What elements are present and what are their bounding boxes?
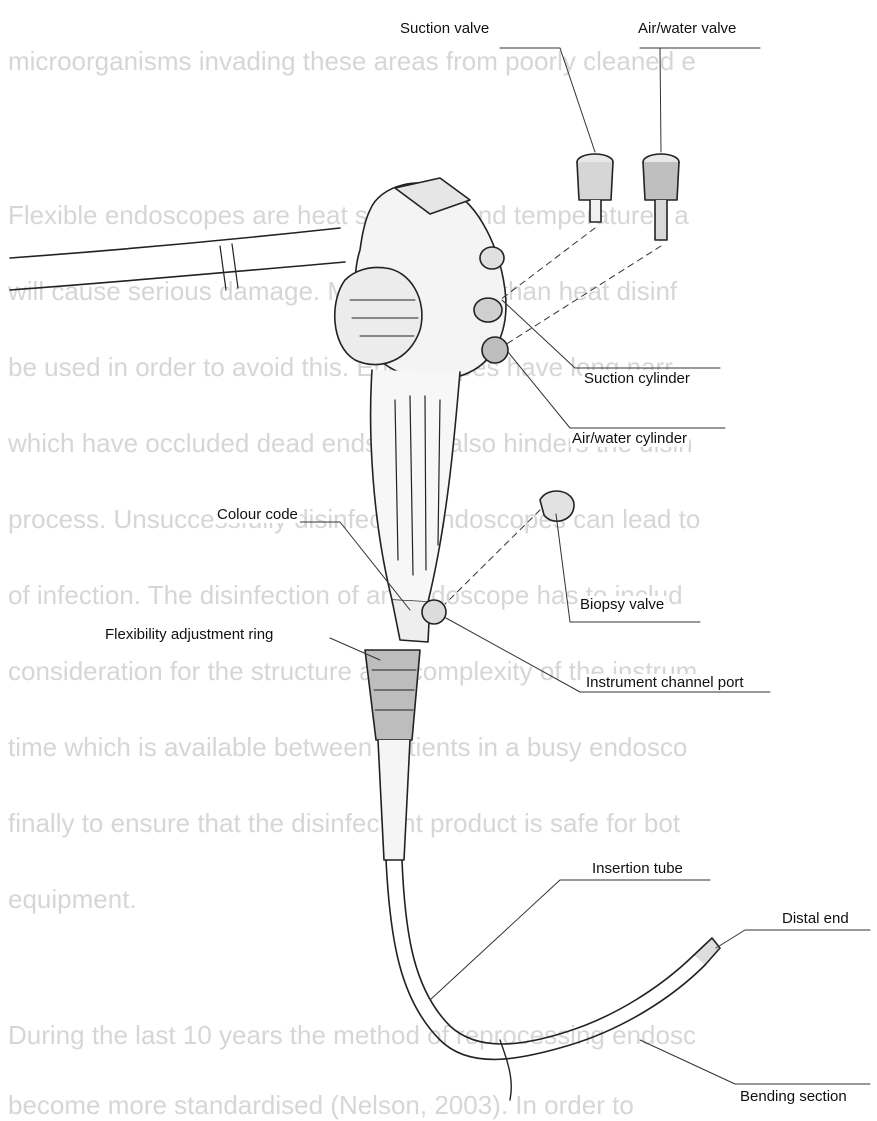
suction-valve-shape — [577, 154, 613, 222]
insertion-tube — [386, 860, 705, 1059]
bending-loop — [500, 1040, 511, 1100]
leader-biopsy-to-port — [445, 510, 540, 604]
insertion-tube-label: Insertion tube — [590, 860, 685, 877]
distal-tip-shape — [694, 938, 720, 965]
leader-valve-to-head-2 — [505, 246, 661, 345]
leader-valve-to-head-1 — [500, 228, 595, 300]
universal-cord-edge — [10, 262, 345, 290]
leader-suction-cylinder — [502, 300, 720, 368]
cord-connector — [220, 244, 238, 290]
biopsy-valve-shape — [540, 491, 574, 521]
leader-bending-section — [640, 1040, 870, 1084]
bending-section-label: Bending section — [738, 1088, 849, 1105]
colour-code-label: Colour code — [215, 506, 300, 523]
air-water-cylinder-shape — [482, 337, 508, 363]
leader-distal-end — [716, 930, 870, 948]
suction-cylinder-shape — [474, 298, 502, 322]
side-port-shape — [480, 247, 504, 269]
leader-air-water-valve — [640, 48, 760, 152]
leader-flexibility-ring — [330, 638, 380, 660]
instrument-channel-port-shape — [422, 600, 446, 624]
handle-body — [371, 370, 460, 602]
leader-insertion-tube — [430, 880, 710, 1000]
insertion-tube-edge — [402, 860, 694, 1044]
flexibility-adjustment-ring-label: Flexibility adjustment ring — [103, 626, 275, 643]
air-water-valve-label: Air/water valve — [636, 20, 738, 37]
flexibility-ring-shape — [365, 650, 420, 740]
suction-valve-label: Suction valve — [398, 20, 491, 37]
suction-cylinder-label: Suction cylinder — [582, 370, 692, 387]
leader-suction-valve — [500, 48, 595, 152]
angulation-knob — [335, 268, 422, 365]
distal-end-label: Distal end — [780, 910, 851, 927]
leader-air-water-cylinder — [508, 352, 725, 428]
biopsy-valve-label: Biopsy valve — [578, 596, 666, 613]
strain-relief — [378, 740, 410, 860]
air-water-cylinder-label: Air/water cylinder — [570, 430, 689, 447]
universal-cord — [10, 228, 340, 258]
air-water-valve-shape — [643, 154, 679, 240]
instrument-channel-port-label: Instrument channel port — [584, 674, 746, 691]
